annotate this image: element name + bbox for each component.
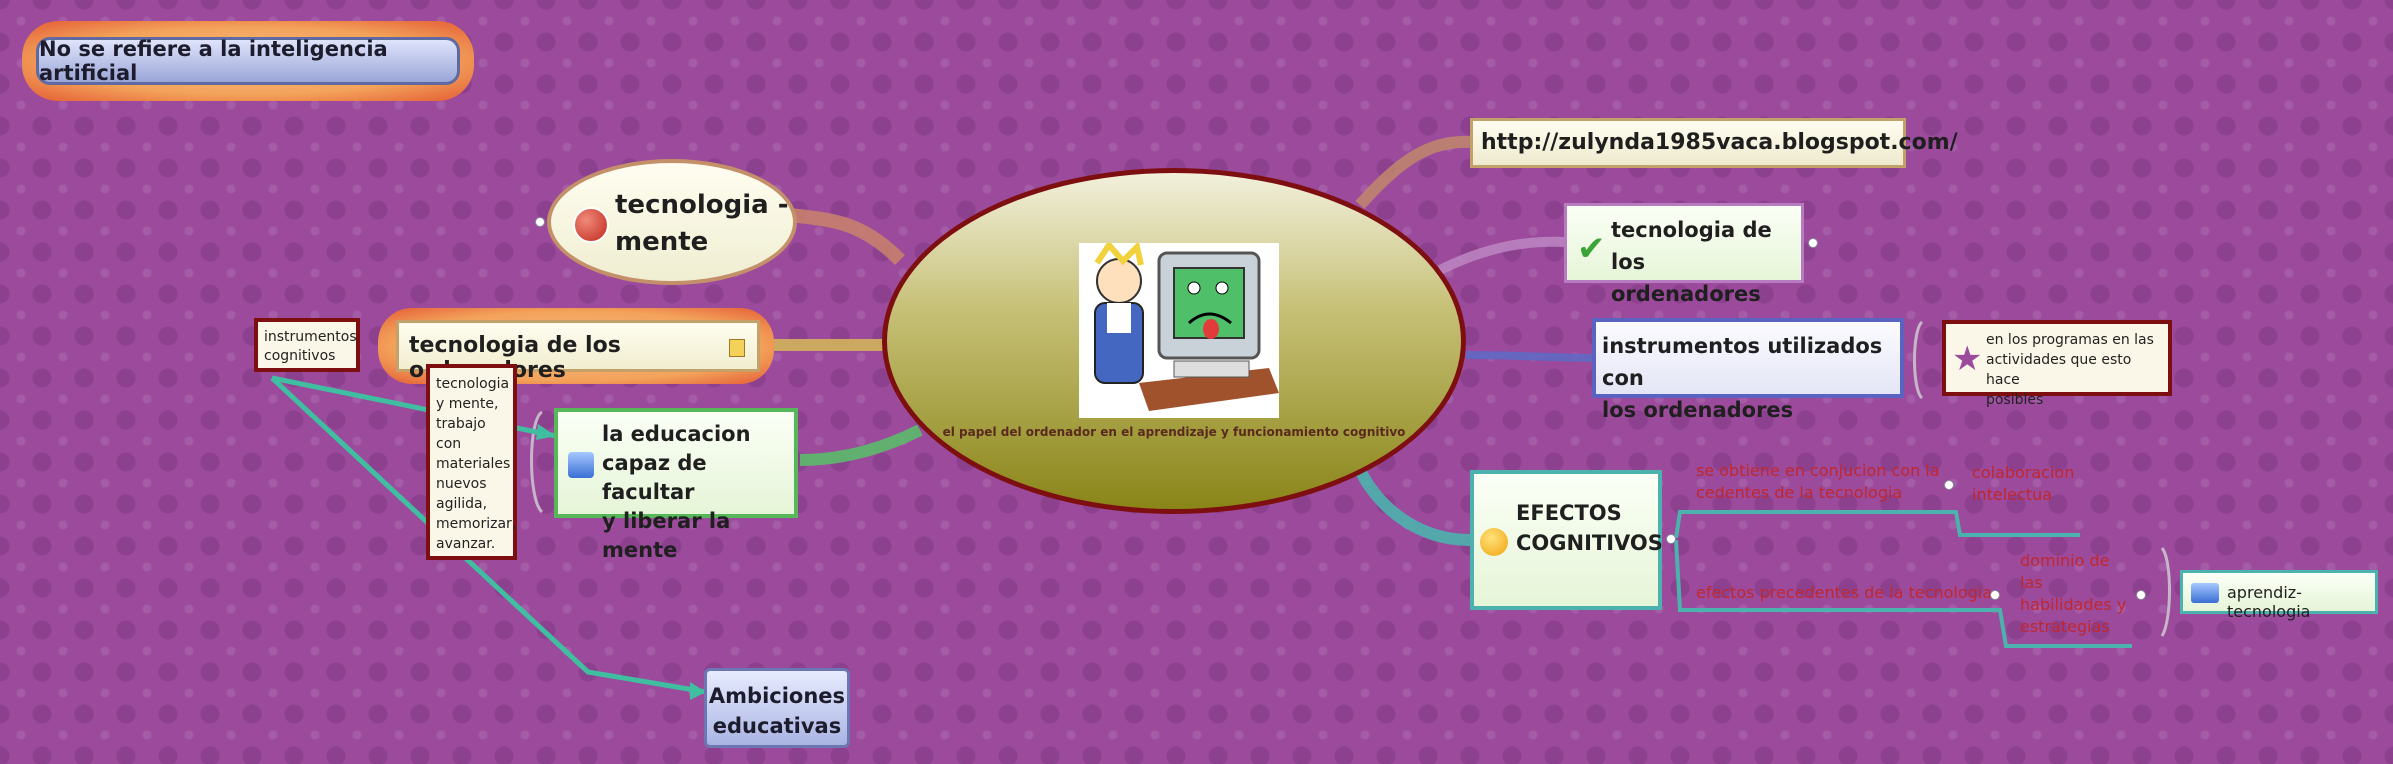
branch-top-line1: se obtiene en conjucion con la <box>1696 461 1940 480</box>
topic-tecnologia-ordenadores-right[interactable]: ✔ tecnologia de los ordenadores <box>1564 203 1804 306</box>
topic-tecnologia-mente[interactable]: tecnologia - mente <box>547 159 797 285</box>
branch-top-text[interactable]: se obtiene en conjucion con la cedentes … <box>1696 460 1940 504</box>
connector-branch-bottom <box>1674 539 2132 648</box>
prog-label: en los programas en las actividades que … <box>1986 330 2164 410</box>
user-icon <box>568 452 594 478</box>
topic-url-link[interactable]: http://zulynda1985vaca.blogspot.com/ <box>1470 118 1958 168</box>
note-icon[interactable] <box>729 339 745 357</box>
branch-bottom-right-line: habilidades y <box>2020 595 2127 614</box>
edu-line3: y liberar la mente <box>602 509 731 562</box>
prog-line3: posibles <box>1986 392 2044 408</box>
arrowhead-educacion <box>536 424 556 440</box>
note-programas[interactable]: ★ en los programas en las actividades qu… <box>1942 320 2172 408</box>
edu-label: la educacion capaz de facultar y liberar… <box>602 420 794 565</box>
computer-cartoon-icon <box>1079 240 1279 418</box>
title-label: No se refiere a la inteligencia artifici… <box>36 37 460 85</box>
tallnote-line: avanzar. <box>436 536 496 552</box>
tdo-right-line1: tecnologia de los <box>1611 218 1772 274</box>
tm-line1: tecnologia - <box>615 190 789 220</box>
arrow-to-ambiciones <box>270 376 707 695</box>
branch-bottom-right-line: las <box>2020 573 2043 592</box>
connector-branch-top <box>1674 510 2080 539</box>
tallnote-line: nuevos <box>436 476 487 492</box>
tallnote-line: trabajo <box>436 416 486 432</box>
topic-tecnologia-mente-label: tecnologia - mente <box>615 187 789 261</box>
bracket-programas <box>1913 320 1924 400</box>
bracket-aprendiz <box>2160 547 2171 637</box>
tallnote-line: con <box>436 436 462 452</box>
apr-label: aprendiz- tecnologia <box>2227 583 2311 621</box>
connector-efectos <box>1354 467 1471 546</box>
ef-line2: COGNITIVOS <box>1516 531 1663 555</box>
iu-line1: instrumentos utilizados con <box>1602 334 1883 390</box>
url-label: http://zulynda1985vaca.blogspot.com/ <box>1481 130 1958 155</box>
branch-top-right-text[interactable]: colaboracion intelectua <box>1972 462 2074 506</box>
branch-top-right-line2: intelectua <box>1972 485 2053 504</box>
priority-icon <box>573 207 609 243</box>
collapse-dot-tdo-right[interactable] <box>1808 238 1818 248</box>
central-topic[interactable]: el papel del ordenador en el aprendizaje… <box>882 168 1466 514</box>
prog-line2: actividades que esto hace <box>1986 352 2132 388</box>
id-card-icon <box>2191 583 2219 603</box>
collapse-dot-branch-bottom[interactable] <box>1990 590 2000 600</box>
topic-efectos-cognitivos[interactable]: EFECTOS COGNITIVOS <box>1470 470 1663 610</box>
connector-educacion <box>799 424 923 466</box>
tdo-right-line2: ordenadores <box>1611 282 1761 306</box>
branch-bottom-right-line: dominio de <box>2020 551 2110 570</box>
instrumentos-cognitivos-label: instrumentos cognitivos <box>264 328 357 366</box>
iu-label: instrumentos utilizados con los ordenado… <box>1602 330 1900 426</box>
branch-bottom-line: efectos precedentes de la tecnologia <box>1696 583 1993 602</box>
amb-line2: educativas <box>712 714 842 738</box>
tm-line2: mente <box>615 227 709 257</box>
note-tecnologia-y-mente[interactable]: tecnologia y mente, trabajo con material… <box>426 364 517 560</box>
topic-aprendiz-tecnologia[interactable]: aprendiz- tecnologia <box>2180 570 2378 621</box>
topic-instrumentos-utilizados[interactable]: instrumentos utilizados con los ordenado… <box>1592 318 1904 422</box>
tallnote-line: y mente, <box>436 396 499 412</box>
arrowhead-ambiciones <box>690 682 706 700</box>
bracket-tallnote <box>530 410 544 514</box>
check-icon: ✔ <box>1577 229 1606 269</box>
tallnote-label: tecnologia y mente, trabajo con material… <box>436 374 517 554</box>
ef-line1: EFECTOS <box>1516 501 1622 525</box>
collapse-dot-efectos[interactable] <box>1666 534 1676 544</box>
smile-icon <box>1480 528 1508 556</box>
branch-bottom-text[interactable]: efectos precedentes de la tecnologia <box>1696 582 1992 604</box>
topic-ambiciones-educativas[interactable]: Ambiciones educativas <box>704 668 850 748</box>
collapse-dot-branch-top[interactable] <box>1944 480 1954 490</box>
topic-la-educacion[interactable]: la educacion capaz de facultar y liberar… <box>554 408 798 562</box>
branch-bottom-right-text[interactable]: dominio de las habilidades y estrategias <box>2020 550 2126 638</box>
tallnote-line: materiales <box>436 456 511 472</box>
prog-line1: en los programas en las <box>1986 332 2154 348</box>
tdo-right-label: tecnologia de los ordenadores <box>1611 214 1801 310</box>
topic-tecnologia-ordenadores-left[interactable]: tecnologia de los ordenadores <box>396 320 760 383</box>
tallnote-line: agilida, <box>436 496 488 512</box>
star-icon: ★ <box>1952 339 1983 379</box>
branch-top-right-line1: colaboracion <box>1972 463 2075 482</box>
edu-line1: la educacion <box>602 422 751 446</box>
tallnote-line: memorizar, <box>436 516 517 532</box>
connector-tdo-right <box>1437 236 1565 275</box>
note-instrumentos-cognitivos[interactable]: instrumentos cognitivos <box>254 318 360 372</box>
branch-top-line2: cedentes de la tecnologia <box>1696 483 1903 502</box>
amb-line1: Ambiciones <box>708 684 846 708</box>
computer-cartoon-image <box>1079 240 1279 418</box>
connector-tecnologia-mente <box>789 208 905 265</box>
edu-line2: capaz de facultar <box>602 451 707 504</box>
collapse-dot-aprendiz[interactable] <box>2136 590 2146 600</box>
branch-bottom-right-line: estrategias <box>2020 617 2110 636</box>
amb-label: Ambiciones educativas <box>707 681 847 741</box>
tallnote-line: tecnologia <box>436 376 510 392</box>
iu-line2: los ordenadores <box>1602 398 1794 422</box>
instr-line2: cognitivos <box>264 348 336 364</box>
central-topic-caption: el papel del ordenador en el aprendizaje… <box>942 425 1406 439</box>
connector-url <box>1355 135 1471 209</box>
title-node[interactable]: No se refiere a la inteligencia artifici… <box>22 21 474 101</box>
instr-line1: instrumentos <box>264 329 357 345</box>
connector-iu <box>1465 351 1593 362</box>
ef-label: EFECTOS COGNITIVOS <box>1516 498 1663 558</box>
collapse-dot-tm[interactable] <box>535 217 545 227</box>
